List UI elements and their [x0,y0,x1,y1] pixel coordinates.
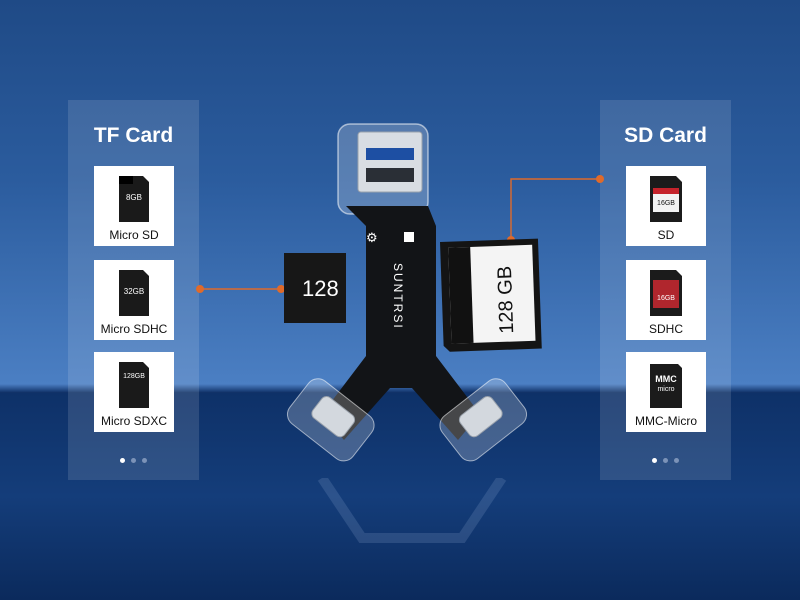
left-carousel-dots[interactable] [68,450,199,468]
sd-tile: 16GB SD [626,166,706,246]
svg-text:128: 128 [302,276,339,301]
svg-text:16GB: 16GB [657,200,675,207]
micro-sd-label: Micro SD [109,228,159,242]
mmc-micro-card-icon: MMC micro [650,364,682,408]
card-reader-device: 128 128 GB SUNTRSI ⚙ [284,123,542,462]
carousel-dot[interactable] [120,458,125,463]
carousel-dot[interactable] [674,458,679,463]
svg-text:32GB: 32GB [124,287,144,296]
micro-sdhc-card-icon: 32GB [119,270,149,316]
svg-text:8GB: 8GB [126,193,142,202]
svg-text:128 GB: 128 GB [494,266,518,335]
svg-text:128GB: 128GB [123,373,145,380]
svg-text:MMC: MMC [655,374,677,384]
svg-text:⚙: ⚙ [366,231,378,246]
carousel-dot[interactable] [663,458,668,463]
mmc-micro-label: MMC-Micro [635,414,697,428]
micro-sdhc-tile: 32GB Micro SDHC [94,260,174,340]
svg-text:SUNTRSI: SUNTRSI [391,263,405,330]
carousel-dot[interactable] [652,458,657,463]
carousel-dot[interactable] [142,458,147,463]
sd-card-panel: SD Card 16GB SD 16GB SDHC MMC micro MMC-… [600,100,731,480]
device-reflection [317,478,507,543]
micro-sdhc-label: Micro SDHC [100,322,168,336]
micro-sd-tile: 8GB Micro SD [94,166,174,246]
carousel-dot[interactable] [131,458,136,463]
tf-card-title: TF Card [93,124,174,147]
sdhc-tile: 16GB SDHC [626,260,706,340]
micro-sdxc-card-icon: 128GB [119,362,149,408]
tf-card-panel: TF Card 8GB Micro SD 32GB Micro SDHC 128… [68,100,199,480]
mmc-micro-tile: MMC micro MMC-Micro [626,352,706,432]
sd-card-title: SD Card [624,124,707,147]
micro-sdxc-tile: 128GB Micro SDXC [94,352,174,432]
svg-text:16GB: 16GB [657,295,675,302]
micro-sdxc-label: Micro SDXC [100,414,167,428]
sdhc-label: SDHC [648,322,683,336]
micro-sd-card-icon: 8GB [119,176,149,222]
right-carousel-dots[interactable] [600,450,731,468]
svg-text:micro: micro [657,386,674,393]
sd-card-icon: 16GB [650,176,682,222]
sd-label: SD [657,228,675,242]
sdhc-card-icon: 16GB [650,270,682,316]
